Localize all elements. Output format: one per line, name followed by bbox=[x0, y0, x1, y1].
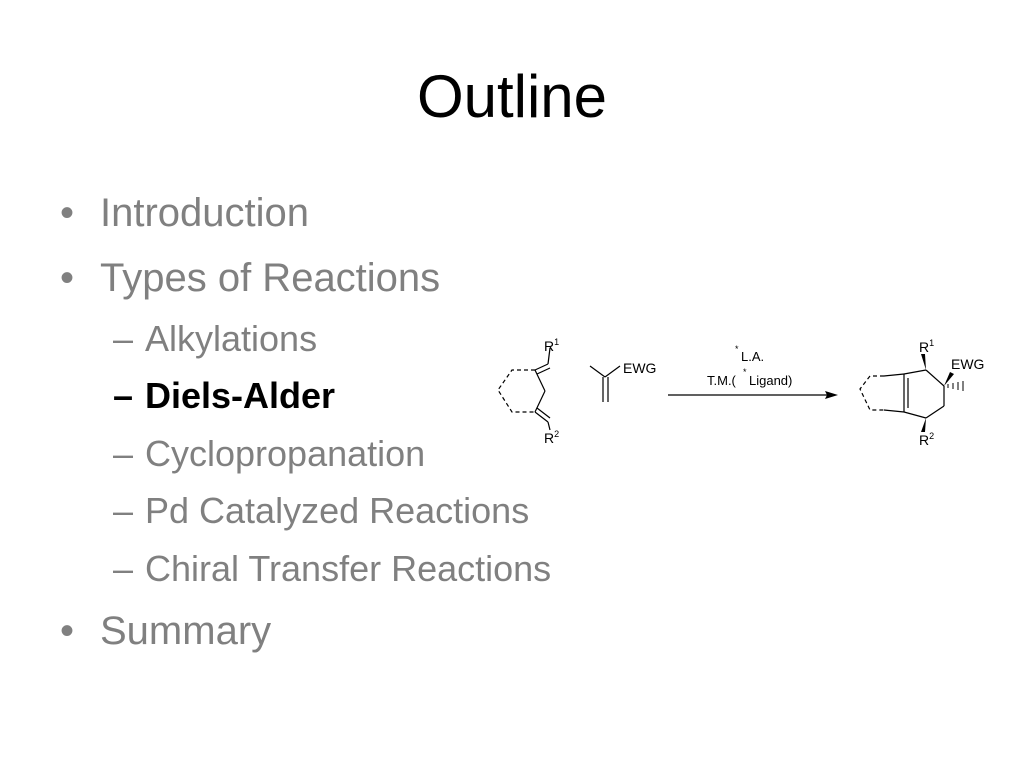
slide-title: Outline bbox=[416, 63, 608, 130]
product-ring-bond bbox=[903, 369, 927, 375]
diene-bond bbox=[547, 421, 551, 431]
product-wedge-bond bbox=[921, 354, 926, 370]
outline-subitem-cyclopropanation: –Cyclopropanation bbox=[113, 433, 425, 475]
reaction-scheme-drawing: R1 R2 EWG * L.A. T.M.( * Ligand) bbox=[497, 337, 984, 448]
catalyst-star: * bbox=[743, 367, 747, 377]
outline-item-introduction: • Introduction bbox=[60, 190, 309, 236]
catalyst-metal-label: T.M.( bbox=[707, 373, 737, 388]
product-ring-bond bbox=[925, 405, 945, 419]
diene-substituent-r2: R2 bbox=[544, 429, 559, 446]
diene-double-bond bbox=[534, 363, 549, 371]
product-ring-bond bbox=[883, 409, 905, 413]
product-substituent-r1: R1 bbox=[919, 338, 934, 355]
outline-item-label: Pd Catalyzed Reactions bbox=[145, 490, 530, 531]
diene-dashed-ring bbox=[497, 369, 535, 413]
diene-core-bond bbox=[534, 390, 546, 413]
reaction-arrow-head bbox=[825, 391, 838, 399]
bullet-marker: • bbox=[60, 609, 75, 653]
outline-item-types-of-reactions: • Types of Reactions bbox=[60, 255, 440, 301]
outline-item-label: Cyclopropanation bbox=[145, 433, 426, 474]
product-wedge-bond bbox=[921, 418, 926, 432]
product-substituent-r2: R2 bbox=[919, 431, 934, 448]
product-ring-bond bbox=[883, 373, 905, 377]
outline-item-label: Types of Reactions bbox=[100, 256, 441, 300]
diene-core-bond bbox=[534, 369, 546, 392]
dash-marker: – bbox=[113, 490, 134, 531]
diene-double-bond bbox=[534, 411, 549, 423]
outline-subitem-alkylations: –Alkylations bbox=[113, 318, 317, 360]
dienophile-bond bbox=[589, 365, 606, 378]
product-ring-bond bbox=[903, 411, 927, 419]
dienophile-ewg-label: EWG bbox=[623, 360, 656, 376]
diene-bond bbox=[547, 347, 551, 365]
outline-item-label: Diels-Alder bbox=[145, 375, 336, 416]
outline-subitem-chiral-transfer-reactions: –Chiral Transfer Reactions bbox=[113, 548, 551, 590]
product-ring-bond bbox=[925, 369, 945, 387]
outline-item-label: Summary bbox=[100, 609, 272, 653]
diene-substituent-r1: R1 bbox=[544, 337, 559, 354]
dash-marker: – bbox=[113, 375, 134, 416]
catalyst-lewis-acid: L.A. bbox=[741, 349, 764, 364]
outline-subitem-pd-catalyzed-reactions: –Pd Catalyzed Reactions bbox=[113, 490, 529, 532]
outline-item-summary: • Summary bbox=[60, 608, 271, 654]
product-dashed-ring bbox=[859, 375, 884, 411]
dash-marker: – bbox=[113, 433, 134, 474]
product-ewg-label: EWG bbox=[951, 356, 984, 372]
dienophile-bond bbox=[604, 365, 621, 378]
bullet-marker: • bbox=[60, 256, 75, 300]
diene-double-bond bbox=[536, 367, 551, 375]
diels-alder-scheme: R1 R2 EWG * L.A. T.M.( * Ligand) bbox=[470, 326, 1000, 456]
catalyst-ligand-label: Ligand) bbox=[749, 373, 792, 388]
product-hashed-bond bbox=[947, 381, 964, 391]
product-wedge-bond bbox=[944, 372, 954, 386]
diene-double-bond bbox=[536, 407, 551, 419]
outline-item-label: Alkylations bbox=[145, 318, 318, 359]
outline-item-label: Chiral Transfer Reactions bbox=[145, 548, 552, 589]
dash-marker: – bbox=[113, 318, 134, 359]
catalyst-star: * bbox=[735, 344, 739, 354]
outline-subitem-diels-alder: –Diels-Alder bbox=[113, 375, 335, 417]
dash-marker: – bbox=[113, 548, 134, 589]
bullet-marker: • bbox=[60, 191, 75, 235]
outline-item-label: Introduction bbox=[100, 191, 310, 235]
